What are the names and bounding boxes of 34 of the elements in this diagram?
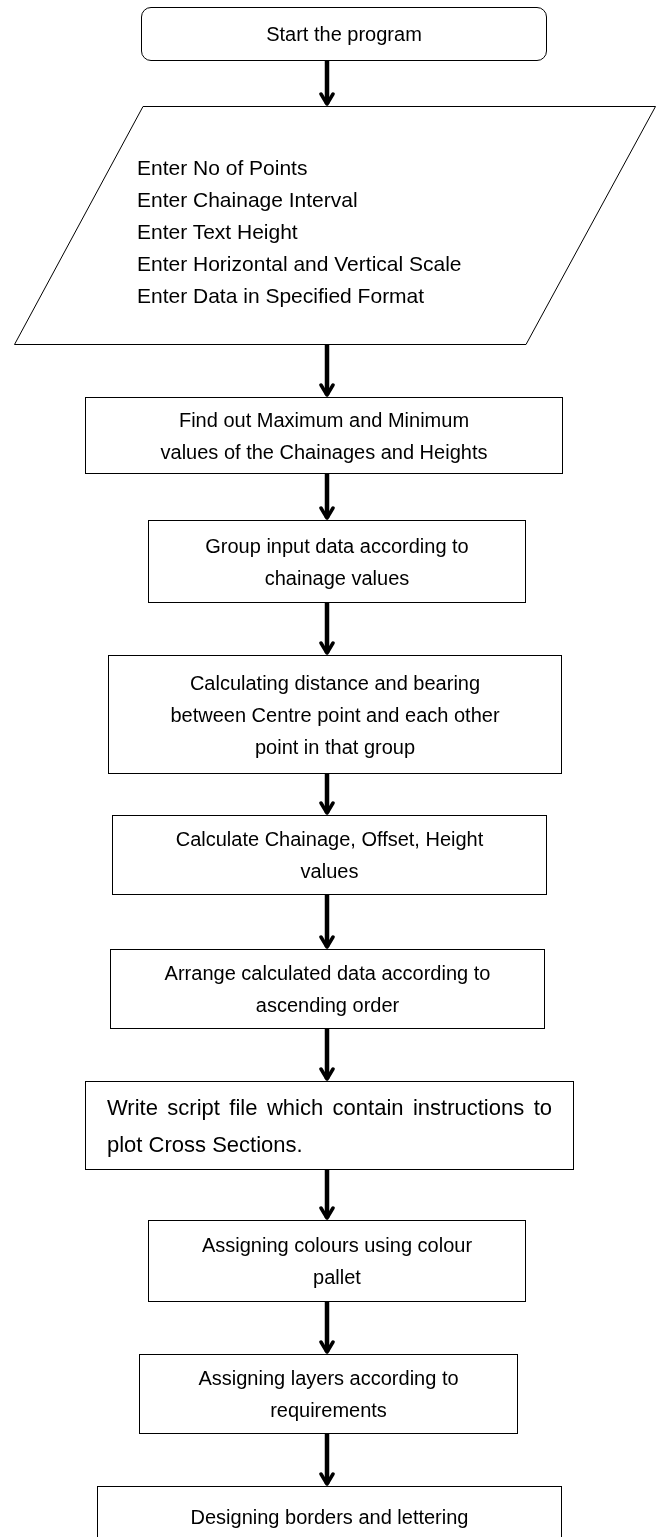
input-line: Enter Data in Specified Format (137, 283, 426, 309)
arrow (319, 1170, 335, 1220)
process-box (112, 815, 547, 895)
process-text: Calculating distance and bearing between Centre point and each other point in that group (169, 670, 501, 760)
process-box (97, 1486, 562, 1537)
process-box (110, 949, 545, 1029)
process-box (148, 1220, 526, 1302)
input-line: Enter Text Height (137, 219, 299, 245)
arrow (319, 603, 335, 655)
arrow (319, 474, 335, 520)
arrow (319, 774, 335, 815)
process-box (85, 397, 563, 474)
process-text: Assigning colours using colour pallet (200, 1233, 474, 1290)
process-text: Find out Maximum and Minimum values of the Chainages and Heights (159, 407, 489, 465)
input-line: Enter Horizontal and Vertical Scale (137, 251, 462, 277)
input-line: Enter Chainage Interval (137, 187, 359, 213)
terminal-box: Start the program (141, 7, 547, 61)
arrow (319, 1029, 335, 1081)
arrow (319, 1302, 335, 1354)
process-box (85, 1081, 574, 1170)
process-box (139, 1354, 518, 1434)
arrow (319, 1434, 335, 1486)
process-text: Group input data according to chainage values (204, 533, 470, 591)
process-box (108, 655, 562, 774)
process-box (148, 520, 526, 603)
process-text: Assigning layers according to requirements (197, 1366, 460, 1423)
arrow (319, 895, 335, 949)
process-text: Calculate Chainage, Offset, Height values (174, 827, 485, 884)
arrow (319, 61, 335, 106)
process-text: Arrange calculated data according to ascending order (163, 961, 492, 1018)
process-text: Write script file which contain instructions to plot Cross Sections. (107, 1093, 552, 1159)
arrow (319, 345, 335, 397)
process-text: Designing borders and lettering (190, 1505, 469, 1530)
input-line: Enter No of Points (137, 155, 309, 181)
